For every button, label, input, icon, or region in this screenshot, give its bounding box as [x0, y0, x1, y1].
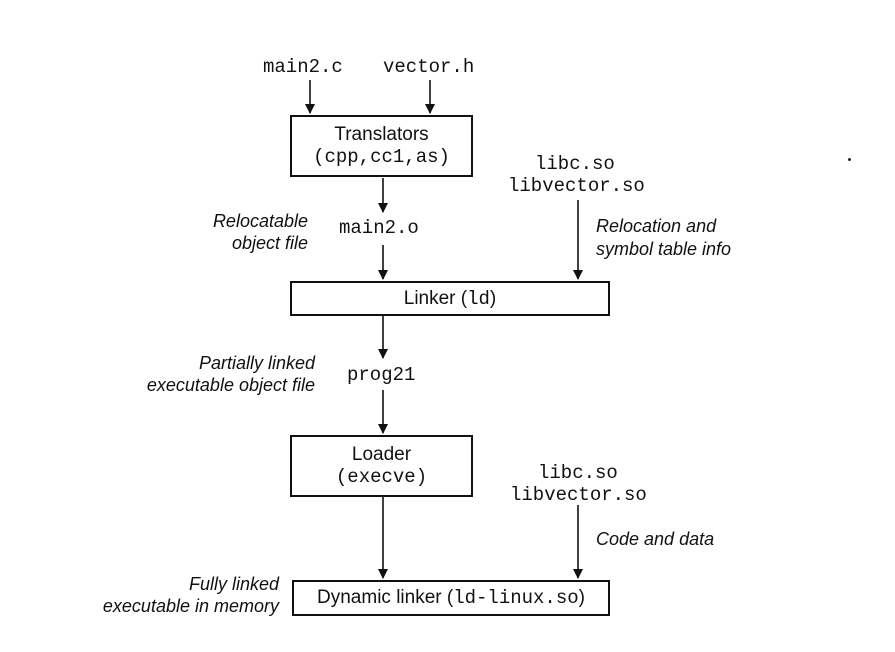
- relocatable-label-line2: object file: [231, 233, 308, 253]
- fully-label-line2: executable in memory: [102, 596, 279, 616]
- fully-label-line1: Fully linked: [188, 574, 279, 594]
- dynamic-linker-label-text: Dynamic linker (: [317, 587, 454, 608]
- shared-libs-bottom-libvector: libvector.so: [510, 484, 647, 506]
- partially-label-line1: Partially linked: [198, 353, 315, 373]
- linker-box: Linker (ld): [290, 281, 610, 316]
- partially-label-line2: executable object file: [146, 375, 315, 395]
- relocation-label-line2: symbol table info: [596, 239, 732, 259]
- shared-libs-top-libc: libc.so: [535, 153, 615, 175]
- input-main2-c: main2.c: [263, 56, 343, 78]
- linker-label: Linker (ld): [404, 287, 497, 311]
- translators-tools: (cpp,cc1,as): [313, 146, 450, 168]
- translators-title: Translators: [334, 124, 429, 145]
- linker-label-text: Linker (: [403, 287, 468, 309]
- code-data-label: Code and data: [596, 529, 715, 549]
- main2-o-file: main2.o: [339, 217, 419, 239]
- shared-libs-top-libvector: libvector.so: [508, 175, 645, 197]
- loader-tool: (execve): [335, 466, 428, 488]
- shared-libs-bottom-libc: libc.so: [538, 462, 618, 484]
- relocation-label-line1: Relocation and: [596, 216, 717, 236]
- linker-label-close: ): [489, 287, 497, 309]
- stray-dot-mark: [848, 158, 851, 161]
- input-vector-h: vector.h: [383, 56, 475, 78]
- dynamic-linker-label: Dynamic linker (ld-linux.so): [317, 586, 585, 610]
- dynamic-linker-box: Dynamic linker (ld-linux.so): [292, 580, 610, 616]
- prog21-file: prog21: [347, 364, 416, 386]
- loader-title: Loader: [351, 444, 412, 465]
- translators-box: Translators (cpp,cc1,as): [290, 115, 473, 177]
- linker-tool: ld: [467, 287, 490, 310]
- relocatable-label-line1: Relocatable: [212, 211, 308, 231]
- dynamic-linker-label-close: ): [578, 587, 585, 608]
- loader-box: Loader (execve): [290, 435, 473, 497]
- dynamic-linker-tool: ld-linux.so: [453, 587, 579, 609]
